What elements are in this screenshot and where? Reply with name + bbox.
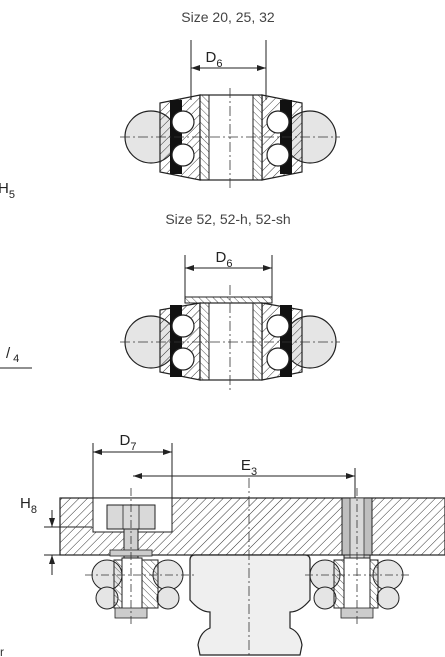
bearing-middle: D6 — [120, 249, 340, 390]
svg-text:H8: H8 — [20, 495, 37, 516]
d6-mid-main: D — [216, 249, 227, 266]
h5-label-sub: 5 — [9, 189, 15, 201]
ball-bearings-top — [171, 110, 290, 167]
right-bearing-unit — [309, 557, 404, 619]
dimension-d6-mid: D6 — [184, 249, 273, 300]
svg-text:D7: D7 — [120, 432, 137, 453]
svg-text:/4: /4 — [6, 345, 19, 365]
dimension-e3: E3 — [133, 457, 356, 498]
svg-text:E3: E3 — [241, 457, 257, 478]
guide-rail — [189, 478, 311, 657]
dimension-d7: D7 — [92, 432, 173, 498]
d7-sub: 7 — [130, 441, 136, 453]
svg-text:D6: D6 — [206, 49, 223, 70]
ball-bearings-mid — [171, 314, 290, 371]
w4-label-sub: 4 — [13, 353, 19, 365]
dimension-d6-top: D6 — [190, 40, 267, 100]
left-bearing-unit — [91, 557, 184, 619]
caption-middle: Size 52, 52-h, 52-sh — [165, 211, 290, 227]
caption-top: Size 20, 25, 32 — [181, 9, 275, 25]
d6-top-main: D — [206, 49, 217, 66]
d6-mid-sub: 6 — [226, 258, 232, 270]
bearing-top: D6 — [120, 40, 340, 190]
w4-partial-label: /4 — [0, 345, 32, 369]
d7-main: D — [120, 432, 131, 449]
h8-sub: 8 — [31, 504, 37, 516]
h8-main: H — [20, 495, 31, 512]
svg-text:H5: H5 — [0, 180, 15, 201]
e3-sub: 3 — [251, 466, 257, 478]
h5-label-main: H — [0, 180, 9, 197]
e3-main: E — [241, 457, 251, 474]
d6-top-sub: 6 — [216, 58, 222, 70]
edge-fragment: r — [0, 645, 4, 657]
bushing-top — [199, 94, 263, 181]
assembly-bottom: D7 E3 H8 — [20, 432, 445, 657]
svg-text:D6: D6 — [216, 249, 233, 270]
bushing-mid — [199, 302, 263, 381]
w4-label-main: / — [6, 345, 11, 362]
